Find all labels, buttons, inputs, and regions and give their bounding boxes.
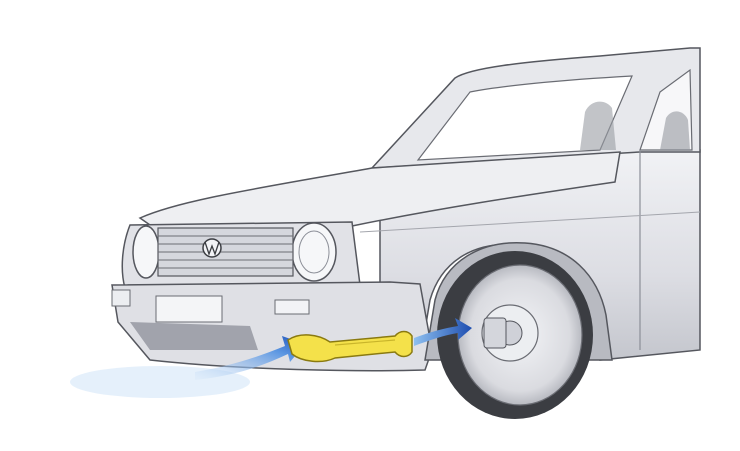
bumper-corner [111, 289, 131, 307]
airflow-intake-arrow [195, 336, 305, 380]
car-hood [138, 151, 621, 233]
front-grille [157, 227, 294, 277]
fog-lamp [274, 299, 310, 315]
seat-shadow [580, 101, 616, 150]
airflow-brake-arrow [414, 318, 472, 346]
brake-cooling-duct [287, 330, 413, 363]
caliper [483, 317, 507, 349]
vw-badge-icon [202, 238, 222, 258]
body-crease [359, 211, 701, 233]
windscreen [416, 75, 633, 161]
seat-shadow-rear [660, 111, 690, 150]
license-plate [155, 295, 223, 323]
headlight-left [132, 225, 160, 279]
lower-intake [130, 322, 258, 350]
